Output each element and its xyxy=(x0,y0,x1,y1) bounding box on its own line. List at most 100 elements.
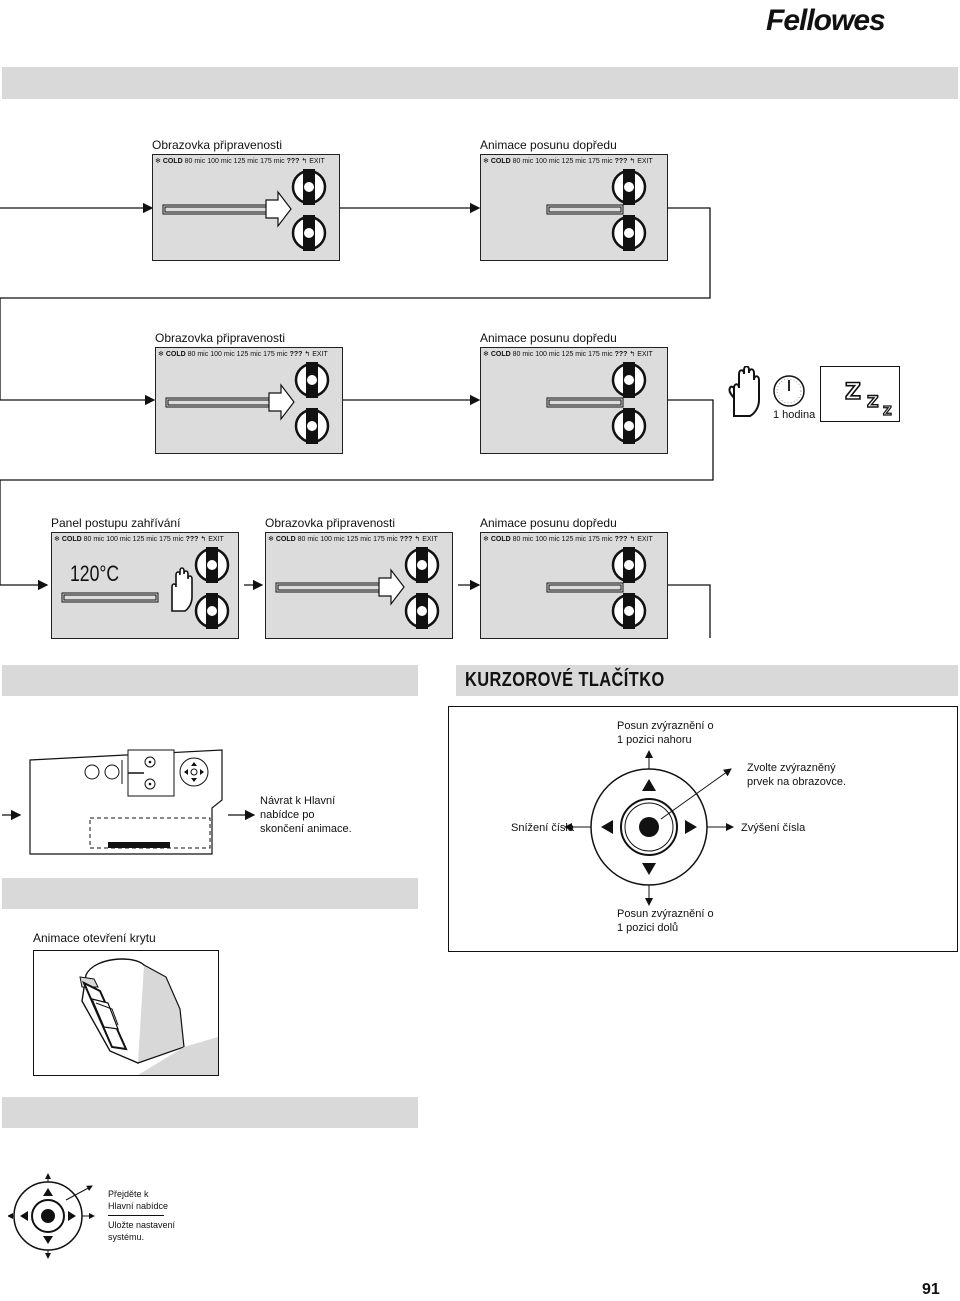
note1-line2: Hlavní nabídce xyxy=(108,1201,169,1211)
down-label-line1: Posun zvýraznění o xyxy=(617,908,714,920)
select-button-icon xyxy=(639,817,659,837)
clock-icon xyxy=(773,375,805,407)
snowflake-icon: ❄ xyxy=(483,536,489,543)
exit-label: EXIT xyxy=(309,158,325,165)
mode-unknown: ??? xyxy=(286,158,300,165)
roller-bottom-icon xyxy=(291,215,327,251)
cold-label: COLD xyxy=(490,536,511,543)
cursor-section-heading: KURZOROVÉ TLAČÍTKO xyxy=(465,669,665,691)
sleep-screen: Z Z Z xyxy=(820,366,900,422)
mode-unknown: ??? xyxy=(614,536,628,543)
mode-125: 125 mic xyxy=(561,351,587,358)
mode-175: 175 mic xyxy=(373,536,398,543)
note-save-settings: Uložte nastavení systému. xyxy=(108,1219,175,1243)
roller-top-icon xyxy=(611,169,647,205)
mode-unknown: ??? xyxy=(614,158,628,165)
up-arrow-icon xyxy=(43,1188,53,1196)
exit-label: EXIT xyxy=(637,351,653,358)
lcd-graphic xyxy=(546,547,647,629)
roller-top-icon xyxy=(194,547,230,583)
mode-125: 125 mic xyxy=(561,158,587,165)
mode-125: 125 mic xyxy=(561,536,587,543)
lcd-ready-screen: ❄ COLD 80 mic 100 mic 125 mic 175 mic ??… xyxy=(152,154,340,261)
up-arrow-icon xyxy=(642,779,656,791)
exit-label: EXIT xyxy=(637,158,653,165)
return-note: Návrat k Hlavní nabídce po skončení anim… xyxy=(260,794,352,836)
row3-right-caption: Animace posunu dopředu xyxy=(480,516,617,530)
row2-left-caption: Obrazovka připravenosti xyxy=(155,331,286,345)
note-main-menu: Přejděte k Hlavní nabídce xyxy=(108,1188,175,1212)
mode-100: 100 mic xyxy=(535,536,560,543)
bottom-cursor-pad xyxy=(8,1173,95,1259)
roller-bottom-icon xyxy=(611,593,647,629)
return-note-line1: Návrat k Hlavní xyxy=(260,795,336,807)
return-icon: ↰ xyxy=(301,158,308,165)
bottom-band xyxy=(2,1097,418,1128)
cold-label: COLD xyxy=(490,351,511,358)
return-icon: ↰ xyxy=(629,158,636,165)
down-label-line2: 1 pozici dolů xyxy=(617,922,679,934)
roller-top-icon xyxy=(611,362,647,398)
left-arrow-icon xyxy=(20,1211,28,1221)
cold-label: COLD xyxy=(490,158,511,165)
snowflake-icon: ❄ xyxy=(155,158,161,165)
lcd-graphic xyxy=(165,362,330,444)
snowflake-icon: ❄ xyxy=(483,351,489,358)
roller-bottom-icon xyxy=(611,215,647,251)
lcd-ready-screen-3: ❄ COLD 80 mic 100 mic 125 mic 175 mic ??… xyxy=(265,532,453,639)
select-label: Zvolte zvýrazněný prvek na obrazovce. xyxy=(747,761,846,789)
left-arrow-icon xyxy=(601,820,613,834)
mode-175: 175 mic xyxy=(588,158,613,165)
up-label: Posun zvýraznění o 1 pozici nahoru xyxy=(617,719,714,747)
roller-top-icon xyxy=(404,547,440,583)
exit-label: EXIT xyxy=(637,536,653,543)
select-label-line1: Zvolte zvýrazněný xyxy=(747,762,836,774)
lcd-graphic xyxy=(162,169,327,251)
arrow-right-icon xyxy=(268,383,295,421)
roller-top-icon xyxy=(291,169,327,205)
cover-band xyxy=(2,878,418,909)
left-label: Snížení čísla xyxy=(511,822,574,834)
row3-left-caption: Panel postupu zahřívání xyxy=(51,516,181,530)
lcd-graphic xyxy=(275,547,440,629)
mode-100: 100 mic xyxy=(535,351,560,358)
cold-label: COLD xyxy=(275,536,296,543)
mode-125: 125 mic xyxy=(236,351,262,358)
return-note-line3: skončení animace. xyxy=(260,823,352,835)
roller-top-icon xyxy=(294,362,330,398)
svg-text:Z: Z xyxy=(883,404,892,418)
fellowes-logo: Fellowes xyxy=(762,2,902,37)
roller-bottom-icon xyxy=(294,408,330,444)
arrow-right-icon xyxy=(265,190,292,228)
laminator-cover-illustration xyxy=(79,958,218,1075)
section-band-right xyxy=(456,665,958,696)
mode-125: 125 mic xyxy=(132,536,158,543)
select-label-line2: prvek na obrazovce. xyxy=(747,776,847,788)
cold-label: COLD xyxy=(165,351,186,358)
mode-100: 100 mic xyxy=(320,536,345,543)
row3-mid-caption: Obrazovka připravenosti xyxy=(265,516,396,530)
note2-line1: Uložte nastavení xyxy=(108,1220,176,1230)
lcd-ready-screen-2: ❄ COLD 80 mic 100 mic 125 mic 175 mic ??… xyxy=(155,347,343,454)
return-note-line2: nabídce po xyxy=(260,809,315,821)
down-label: Posun zvýraznění o 1 pozici dolů xyxy=(617,907,714,935)
exit-label: EXIT xyxy=(422,536,438,543)
up-label-line2: 1 pozici nahoru xyxy=(617,734,692,746)
lcd-feed-animation-3: ❄ COLD 80 mic 100 mic 125 mic 175 mic ??… xyxy=(480,532,668,639)
mode-80: 80 mic xyxy=(512,351,534,358)
laminator-panel-illustration xyxy=(29,749,223,855)
mode-100: 100 mic xyxy=(207,158,232,165)
snowflake-icon: ❄ xyxy=(54,536,60,543)
snowflake-icon: ❄ xyxy=(483,158,489,165)
up-label-line1: Posun zvýraznění o xyxy=(617,720,714,732)
section-band-left xyxy=(2,665,418,696)
mode-80: 80 mic xyxy=(512,536,534,543)
down-arrow-icon xyxy=(642,863,656,875)
mode-unknown: ??? xyxy=(614,351,628,358)
lcd-status-bar: ❄ COLD 80 mic 100 mic 125 mic 175 mic ??… xyxy=(155,157,325,165)
mode-100: 100 mic xyxy=(535,158,560,165)
note2-line2: systému. xyxy=(108,1232,145,1242)
roller-bottom-icon xyxy=(404,593,440,629)
exit-label: EXIT xyxy=(208,536,224,543)
